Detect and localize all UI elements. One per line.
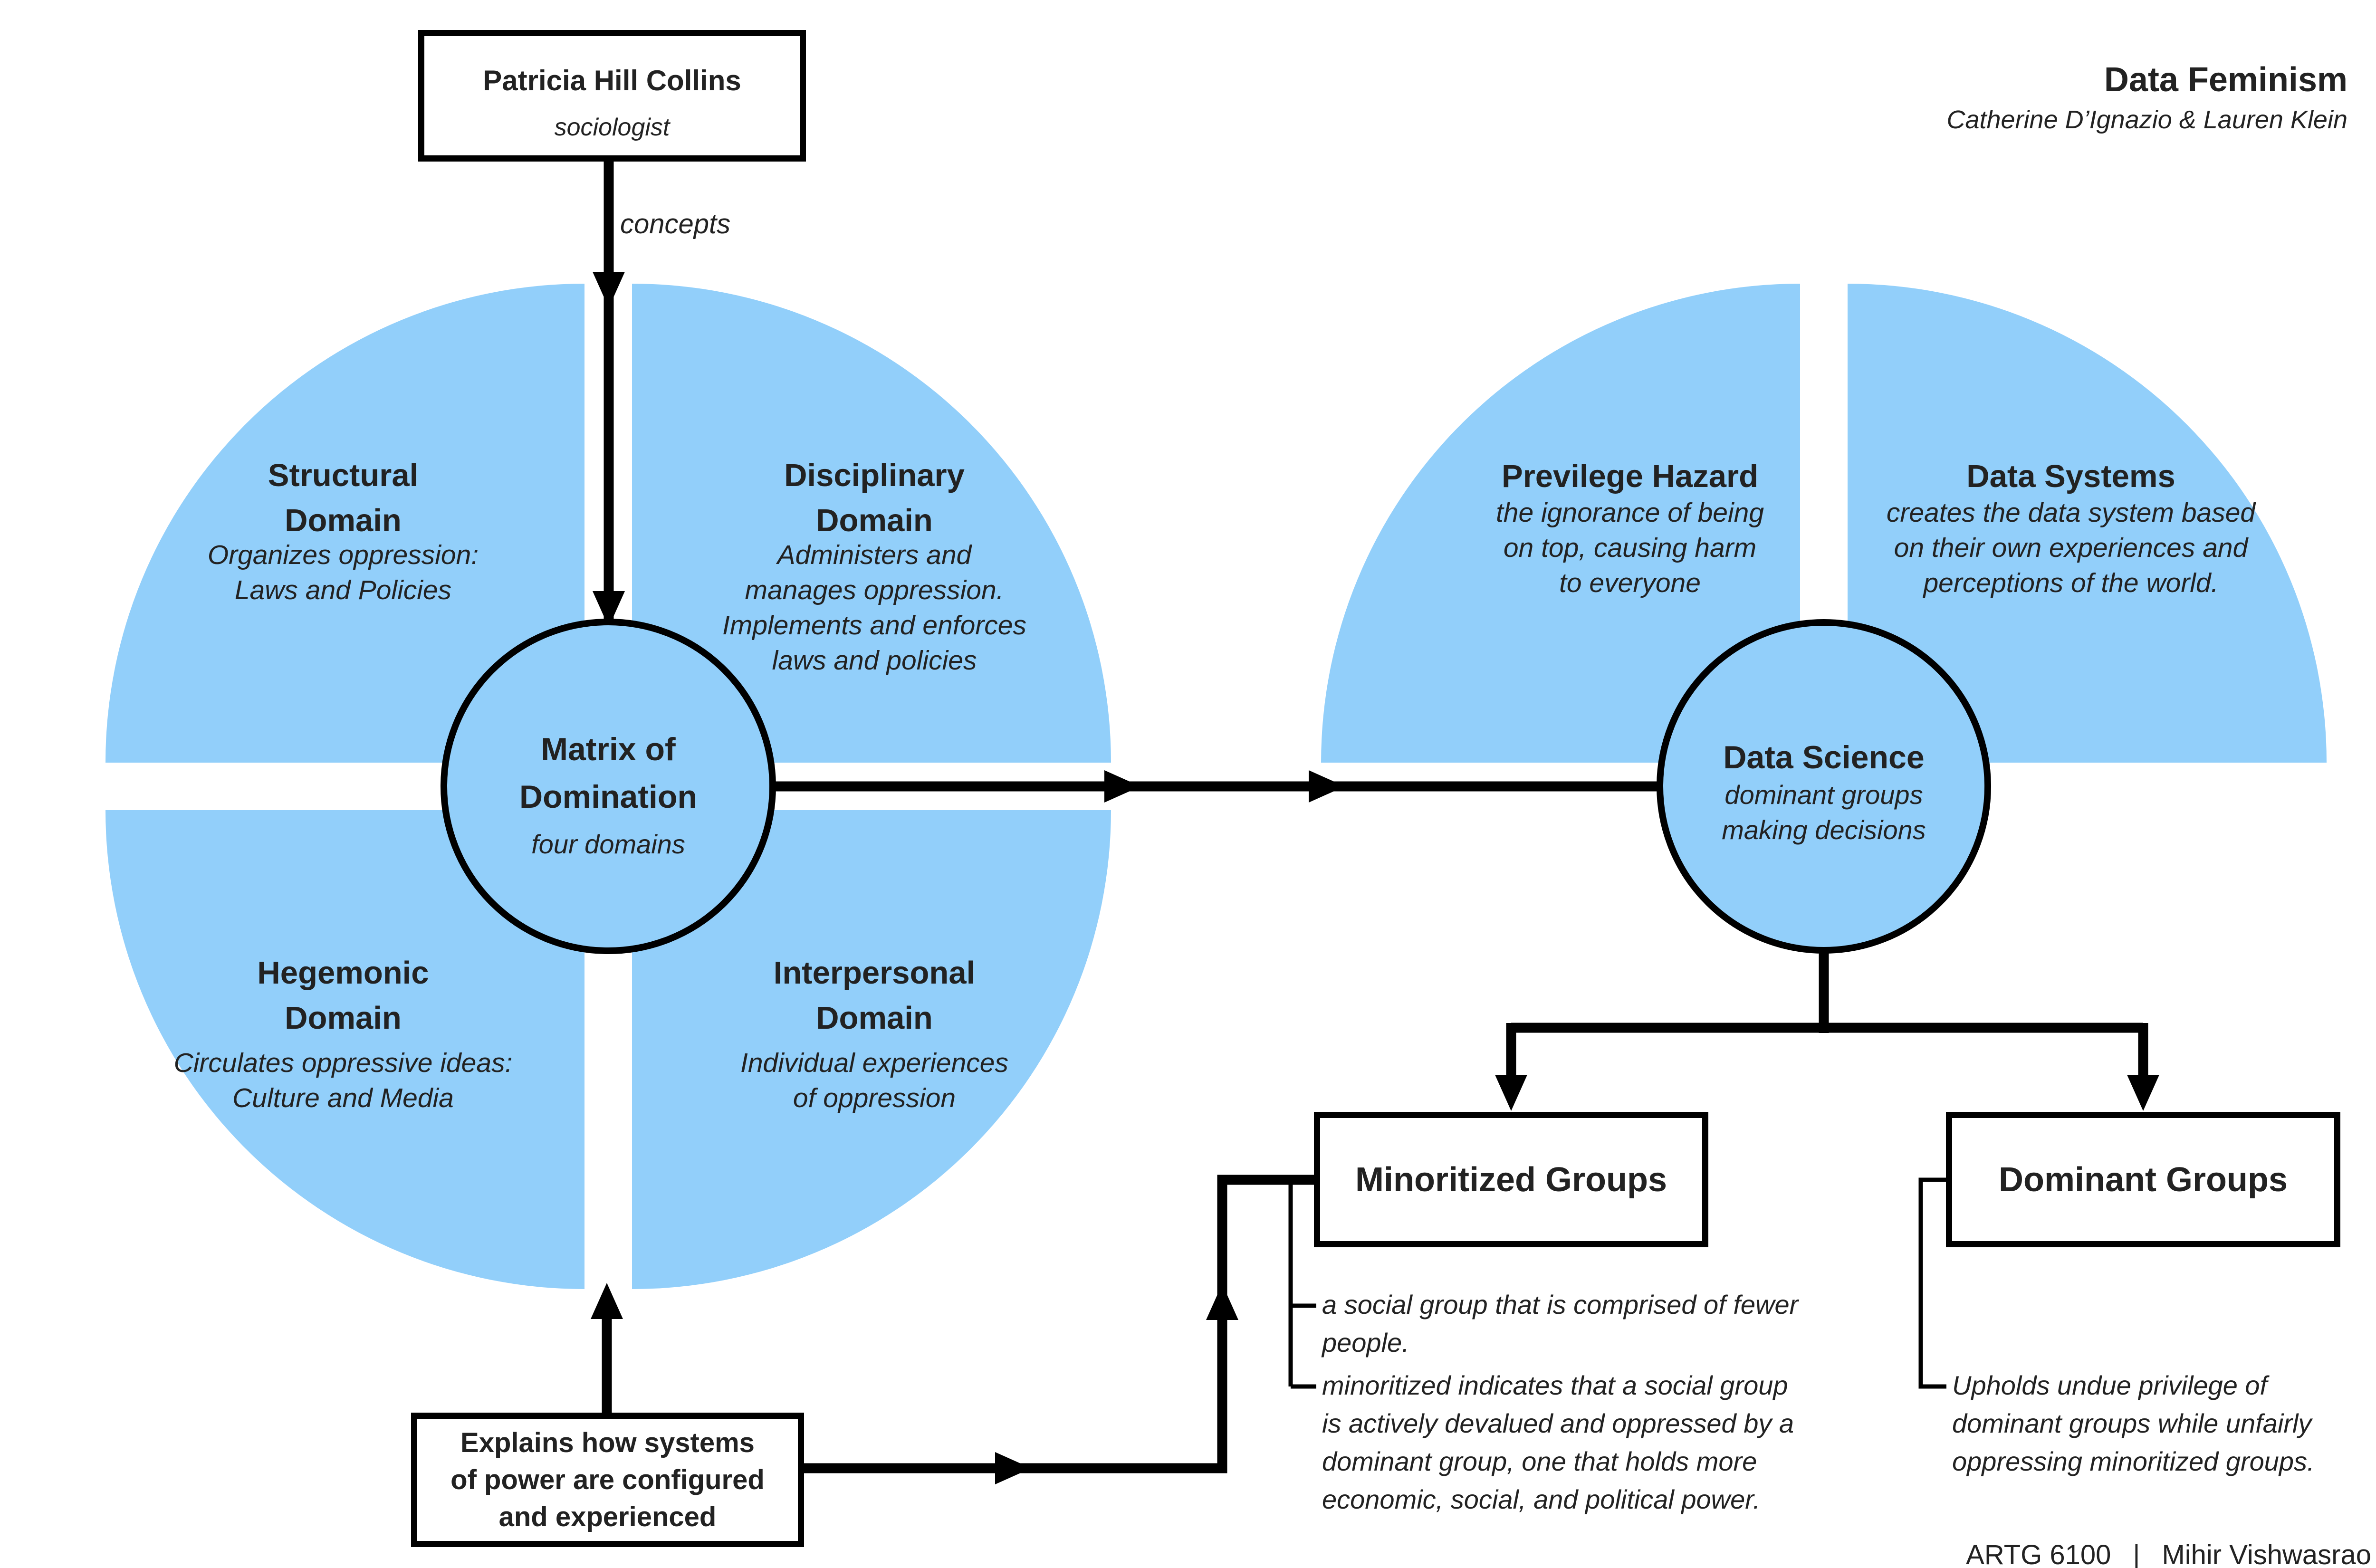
explains-box: Explains how systems of power are config… [411,1413,804,1547]
minoritized-note-1: a social group that is comprised of fewe… [1322,1290,1799,1358]
author-name: Patricia Hill Collins [483,65,741,96]
data-systems-title: Data Systems [1966,459,2175,494]
matrix-of-domination-circle [441,619,776,954]
arrow-up-icon [591,1283,623,1319]
data-science-circle-subtitle: dominant groups making decisions [1722,780,1926,845]
arrow-down-icon [593,272,625,308]
privilege-hazard-title: Previlege Hazard [1502,459,1758,494]
dominant-note-1: Upholds undue privilege of dominant grou… [1952,1370,2315,1476]
minoritized-notes-bracket [1288,1180,1316,1389]
arrow-up-icon [1206,1284,1238,1320]
arrow-right-icon [995,1452,1031,1484]
arrow-right-icon [1309,770,1345,803]
credit-course: ARTG 6100 [1966,1539,2111,1568]
arrow-down-icon [593,591,625,627]
arrow-down-icon [2127,1075,2159,1111]
dominant-groups-label: Dominant Groups [1999,1160,2288,1199]
interpersonal-quadrant-wedge [632,810,1111,1289]
data-systems-quadrant-wedge [1848,284,2327,763]
structural-domain-title: Structural Domain [268,458,419,538]
disciplinary-quadrant-wedge [632,284,1111,763]
minoritized-note-2: minoritized indicates that a social grou… [1322,1370,1794,1514]
privilege-hazard-quadrant-wedge [1321,284,1800,763]
credit-line: ARTG 6100 | Mihir Vishwasrao [1801,1514,2371,1568]
structural-quadrant-wedge [105,284,584,763]
arrow-down-icon [1495,1075,1527,1111]
interpersonal-domain-description: Individual experiences of oppression [740,1048,1009,1113]
explains-to-minoritized-line [804,1175,1314,1473]
dominant-groups-box: Dominant Groups [1946,1112,2340,1247]
concepts-arrow-label: concepts [620,209,731,239]
credit-author: Mihir Vishwasrao [2162,1539,2371,1568]
minoritized-groups-box: Minoritized Groups [1314,1112,1708,1247]
hegemonic-domain-title: Hegemonic Domain [257,955,429,1036]
explains-box-text: Explains how systems of power are config… [450,1427,765,1532]
author-role: sociologist [554,114,670,141]
data-systems-description: creates the data system based on their o… [1886,497,2256,598]
interpersonal-domain-title: Interpersonal Domain [773,955,976,1036]
privilege-hazard-description: the ignorance of being on top, causing h… [1495,497,1764,598]
arrow-right-icon [1104,770,1140,803]
page-authors: Catherine D’Ignazio & Lauren Klein [1946,105,2347,134]
hegemonic-quadrant-wedge [105,810,584,1289]
hegemonic-domain-description: Circulates oppressive ideas: Culture and… [173,1048,513,1113]
matrix-circle-title: Matrix of Domination [519,731,697,815]
minoritized-groups-label: Minoritized Groups [1355,1160,1667,1199]
matrix-circle-subtitle: four domains [531,829,685,859]
credit-separator: | [2133,1539,2140,1568]
disciplinary-domain-description: Administers and manages oppression. Impl… [722,540,1026,676]
data-science-circle [1657,619,1991,954]
data-science-circle-title: Data Science [1723,739,1925,775]
disciplinary-domain-title: Disciplinary Domain [784,458,965,538]
dominant-notes-bracket [1918,1177,1946,1389]
page-title: Data Feminism [2104,61,2347,99]
structural-domain-description: Organizes oppression: Laws and Policies [207,540,479,605]
author-box [418,30,806,162]
